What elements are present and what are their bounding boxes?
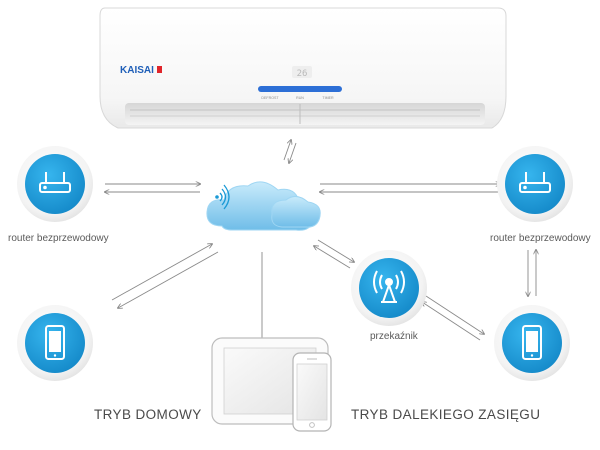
ac-button-label-defrost: DEFROST: [261, 96, 279, 100]
router-left-label: router bezprzewodowy: [8, 233, 109, 244]
ac-display: 26 DEFROST RUN TIMER: [258, 66, 342, 100]
cloud-wifi-icon: [206, 181, 321, 231]
air-vent: [125, 103, 485, 125]
relay-label: przekaźnik: [370, 331, 418, 342]
smartphone-icon: [522, 325, 542, 360]
antenna-icon: [373, 270, 405, 303]
phone-right-node: [494, 305, 570, 381]
router-right-node: [497, 146, 573, 222]
phone-left-node: [17, 305, 93, 381]
home-mode-label: TRYB DOMOWY: [94, 407, 202, 422]
brand-logo: KAISAI: [120, 65, 162, 76]
svg-text:26: 26: [297, 69, 308, 79]
connection-arrows: [105, 140, 536, 341]
remote-mode-label: TRYB DALEKIEGO ZASIĘGU: [351, 407, 541, 422]
router-icon: [519, 172, 551, 193]
smartphone-icon: [45, 325, 65, 360]
ac-button-label-timer: TIMER: [322, 96, 334, 100]
brand-name: KAISAI: [120, 65, 154, 76]
router-icon: [39, 172, 71, 193]
smartphone-device: [292, 352, 332, 432]
ac-button-label-run: RUN: [296, 96, 304, 100]
router-left-node: [17, 146, 93, 222]
relay-node: [351, 250, 427, 326]
router-right-label: router bezprzewodowy: [490, 233, 591, 244]
air-conditioner-unit: 26 DEFROST RUN TIMER KAISAI: [99, 7, 507, 129]
